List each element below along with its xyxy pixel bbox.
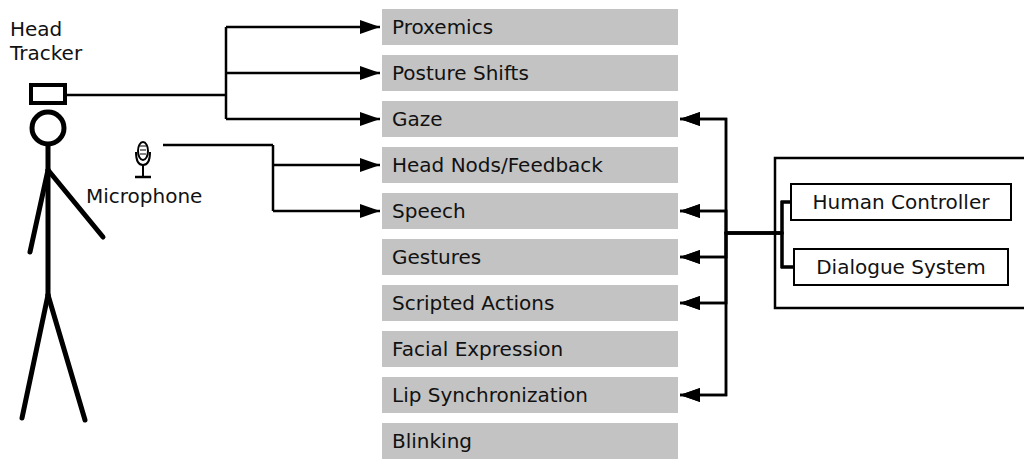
controller-box: Dialogue System	[793, 248, 1009, 286]
sensor-wires	[65, 27, 380, 211]
behavior-box: Lip Synchronization	[382, 377, 678, 413]
connector-arrow	[680, 202, 790, 233]
connector-arrow	[680, 202, 790, 395]
connector-arrow	[680, 233, 793, 395]
box-label: Human Controller	[813, 190, 990, 214]
box-label: Proxemics	[392, 15, 493, 39]
behavior-box: Facial Expression	[382, 331, 678, 367]
behavior-box: Head Nods/Feedback	[382, 147, 678, 183]
box-label: Facial Expression	[392, 337, 563, 361]
connector-arrow	[680, 119, 793, 267]
behavior-box: Blinking	[382, 423, 678, 459]
connector-arrow	[680, 233, 793, 303]
behavior-box: Scripted Actions	[382, 285, 678, 321]
box-label: Dialogue System	[816, 255, 986, 279]
box-label: Posture Shifts	[392, 61, 529, 85]
connector-arrow	[680, 211, 793, 267]
box-label: Gestures	[392, 245, 481, 269]
behavior-box: Gaze	[382, 101, 678, 137]
box-label: Gaze	[392, 107, 443, 131]
controller-box: Human Controller	[790, 183, 1012, 221]
head-tracker-device	[31, 85, 65, 103]
behavior-box: Proxemics	[382, 9, 678, 45]
behavior-box: Posture Shifts	[382, 55, 678, 91]
stick-figure	[22, 112, 103, 420]
box-label: Lip Synchronization	[392, 383, 588, 407]
sensor-label: Microphone	[86, 184, 226, 208]
behavior-box: Speech	[382, 193, 678, 229]
microphone-symbol	[135, 142, 151, 177]
box-label: Blinking	[392, 429, 472, 453]
sensor-label: Head Tracker	[10, 17, 100, 65]
connector-arrow	[680, 119, 790, 233]
box-label: Head Nods/Feedback	[392, 153, 603, 177]
connector-arrow	[680, 233, 793, 267]
controller-container	[775, 158, 1024, 308]
behavior-box: Gestures	[382, 239, 678, 275]
box-label: Scripted Actions	[392, 291, 554, 315]
box-label: Speech	[392, 199, 466, 223]
connector-arrow	[680, 202, 790, 303]
